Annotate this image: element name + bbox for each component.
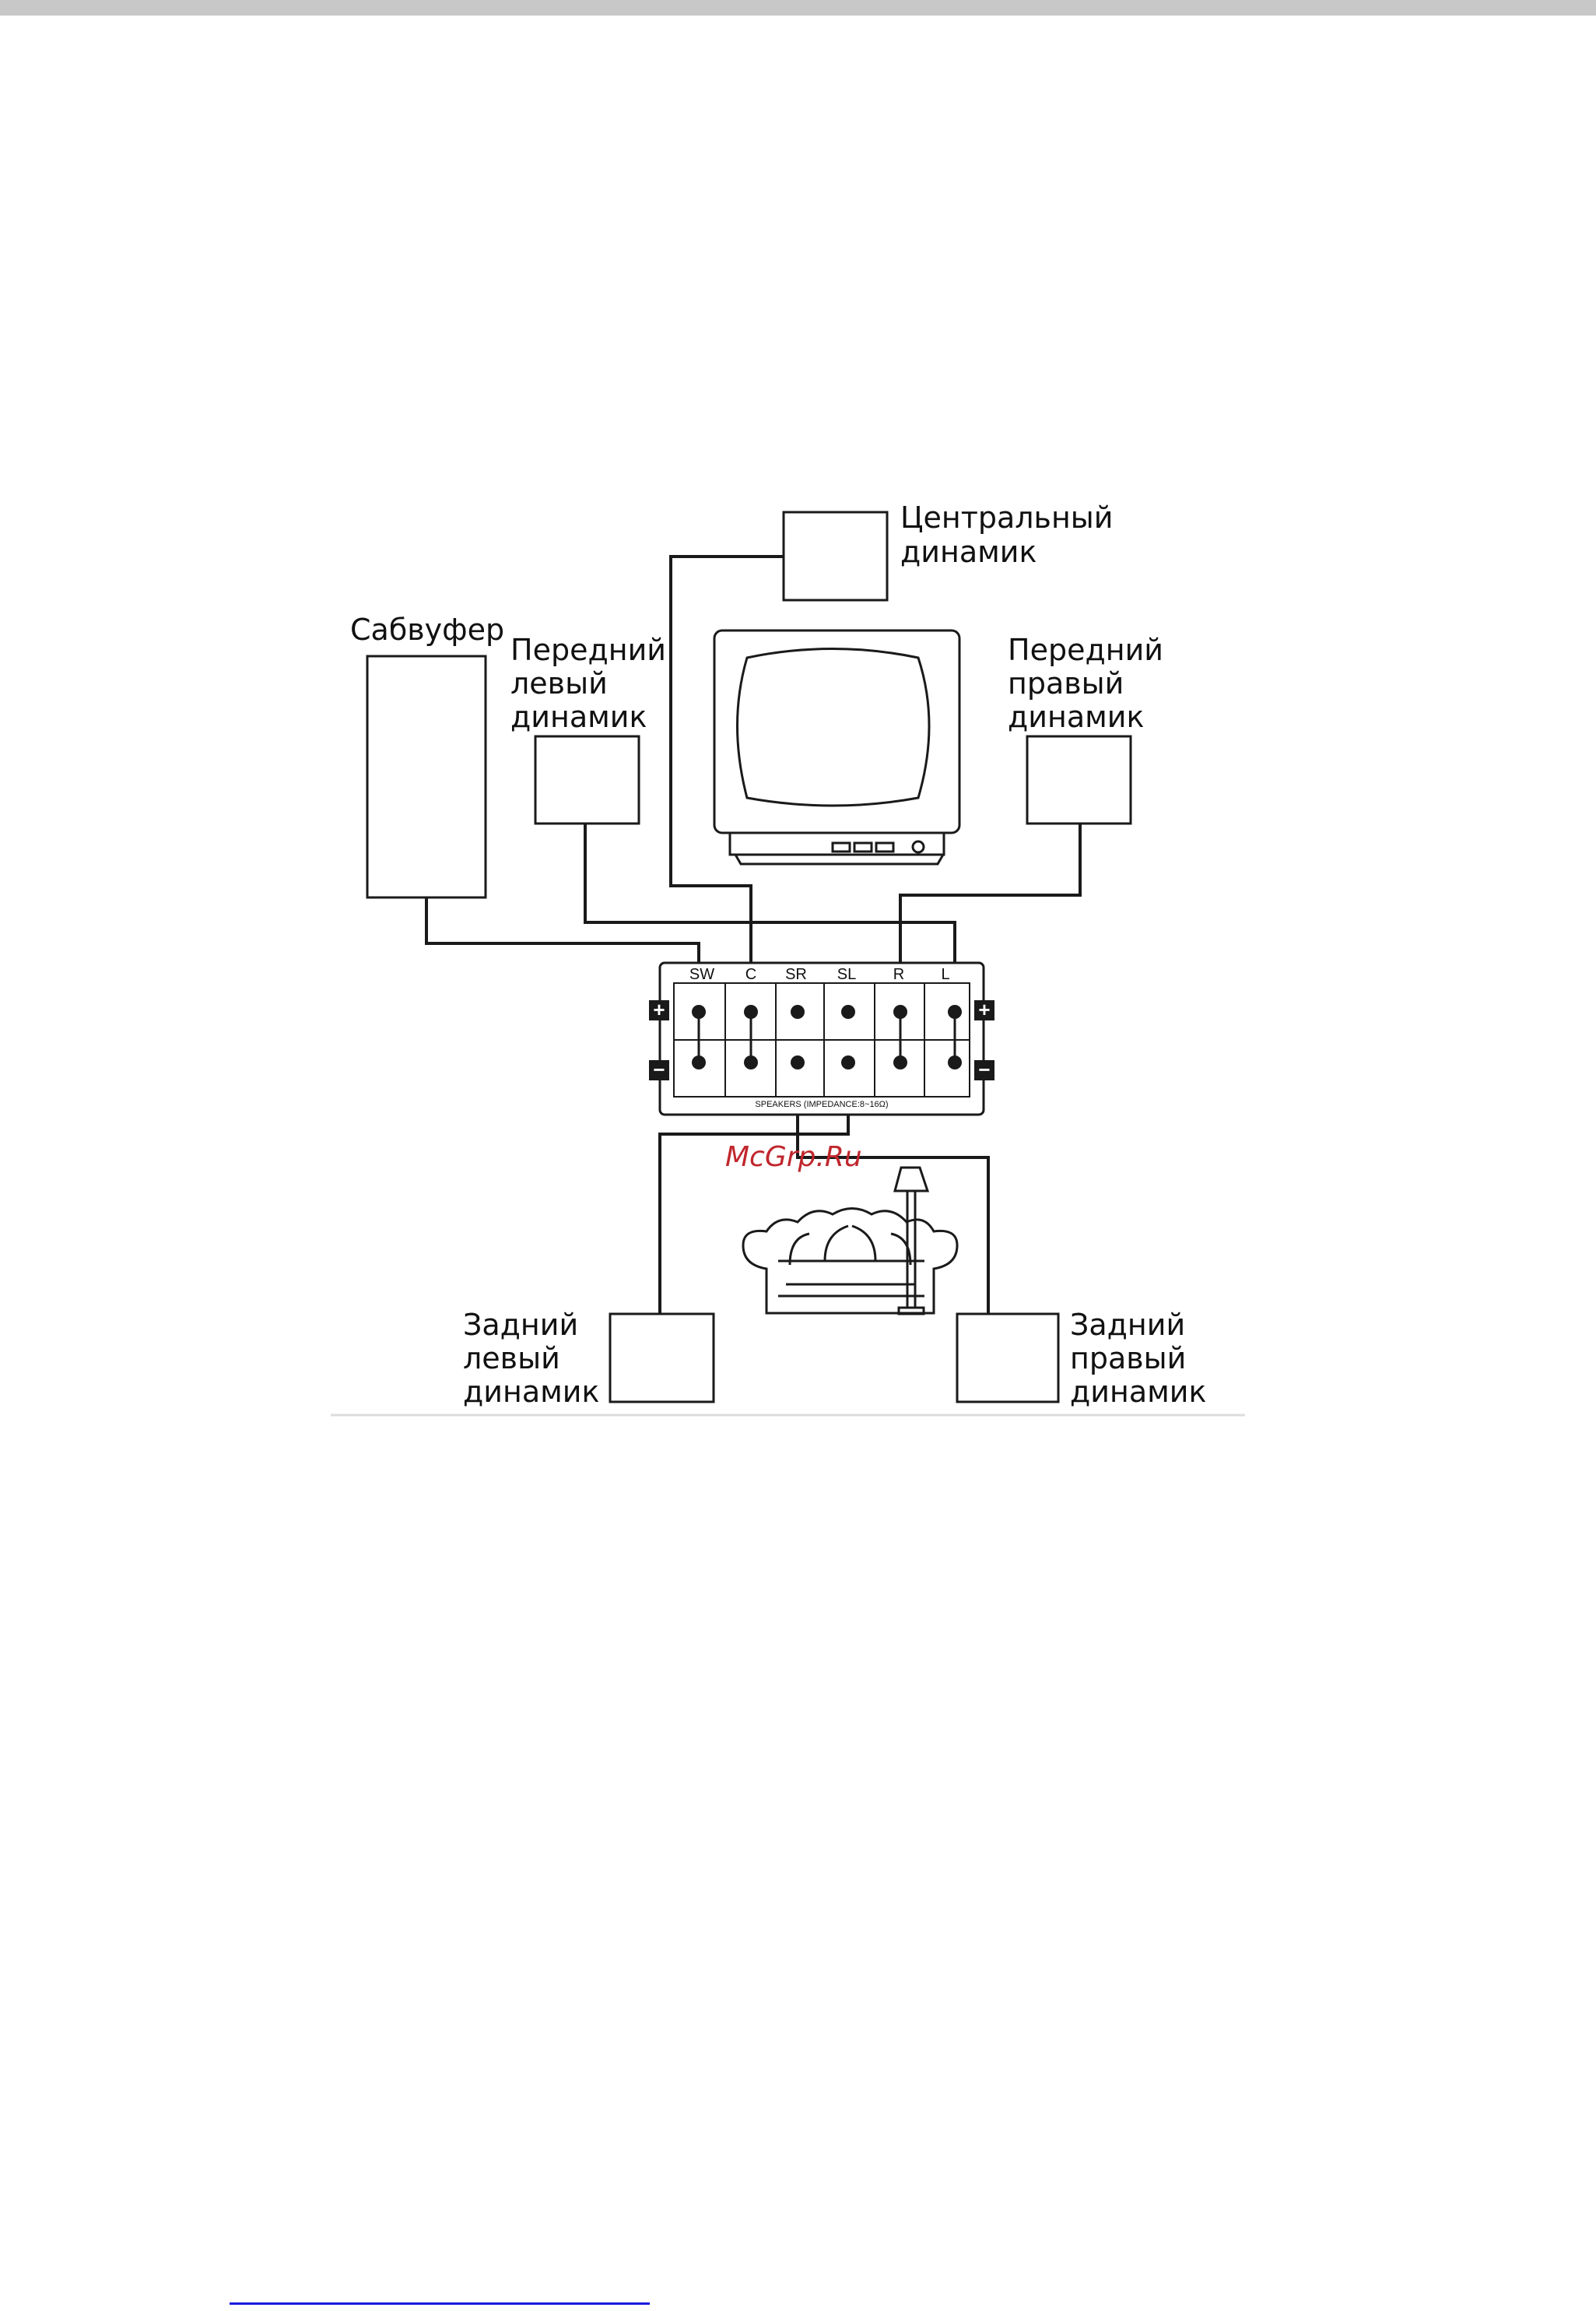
rear-left-label-line2: левый bbox=[463, 1341, 560, 1375]
terminal-label-sw: SW bbox=[689, 966, 714, 983]
front-right-speaker-box bbox=[1027, 736, 1131, 824]
subwoofer-box bbox=[367, 656, 486, 897]
terminal-label-sl: SL bbox=[837, 966, 856, 983]
plus-left: + bbox=[653, 998, 665, 1021]
center-speaker-label-line1: Центральный bbox=[900, 500, 1114, 535]
center-speaker-box bbox=[784, 512, 887, 600]
front-right-label-line1: Передний bbox=[1008, 633, 1163, 667]
watermark: McGrp.Ru bbox=[725, 1141, 862, 1173]
rear-left-speaker-box bbox=[610, 1314, 714, 1402]
front-left-label-line1: Передний bbox=[510, 633, 666, 667]
rear-right-label-line2: правый bbox=[1070, 1341, 1186, 1375]
front-left-label-line2: левый bbox=[510, 666, 608, 701]
minus-right: − bbox=[978, 1058, 990, 1081]
plus-right: + bbox=[978, 998, 990, 1021]
speaker-terminal-panel: SW C SR SL R L + + − − SPEAKERS (IMPEDAN… bbox=[649, 963, 994, 1115]
rear-right-label-line3: динамик bbox=[1070, 1375, 1206, 1409]
terminal-label-r: R bbox=[893, 966, 904, 983]
sofa-icon bbox=[743, 1209, 957, 1314]
front-right-label-line3: динамик bbox=[1008, 700, 1144, 734]
tv-icon bbox=[714, 630, 959, 864]
terminal-caption: SPEAKERS (IMPEDANCE:8~16Ω) bbox=[755, 1100, 888, 1109]
terminal-label-sr: SR bbox=[785, 966, 807, 983]
front-right-label-line2: правый bbox=[1008, 666, 1124, 701]
terminal-label-l: L bbox=[941, 966, 949, 983]
rear-left-label-line1: Задний bbox=[463, 1308, 578, 1342]
rear-right-speaker-box bbox=[957, 1314, 1058, 1402]
footer-rule bbox=[230, 2302, 650, 2305]
subwoofer-label: Сабвуфер bbox=[350, 613, 504, 647]
center-speaker-label-line2: динамик bbox=[900, 535, 1037, 569]
minus-left: − bbox=[653, 1058, 665, 1081]
wire-subwoofer bbox=[426, 897, 699, 1012]
floor-lamp-icon bbox=[895, 1168, 928, 1314]
front-left-speaker-box bbox=[535, 736, 639, 824]
front-left-label-line3: динамик bbox=[510, 700, 647, 734]
rear-left-label-line3: динамик bbox=[463, 1375, 599, 1409]
terminal-label-c: C bbox=[745, 966, 756, 983]
rear-right-label-line1: Задний bbox=[1070, 1308, 1185, 1342]
